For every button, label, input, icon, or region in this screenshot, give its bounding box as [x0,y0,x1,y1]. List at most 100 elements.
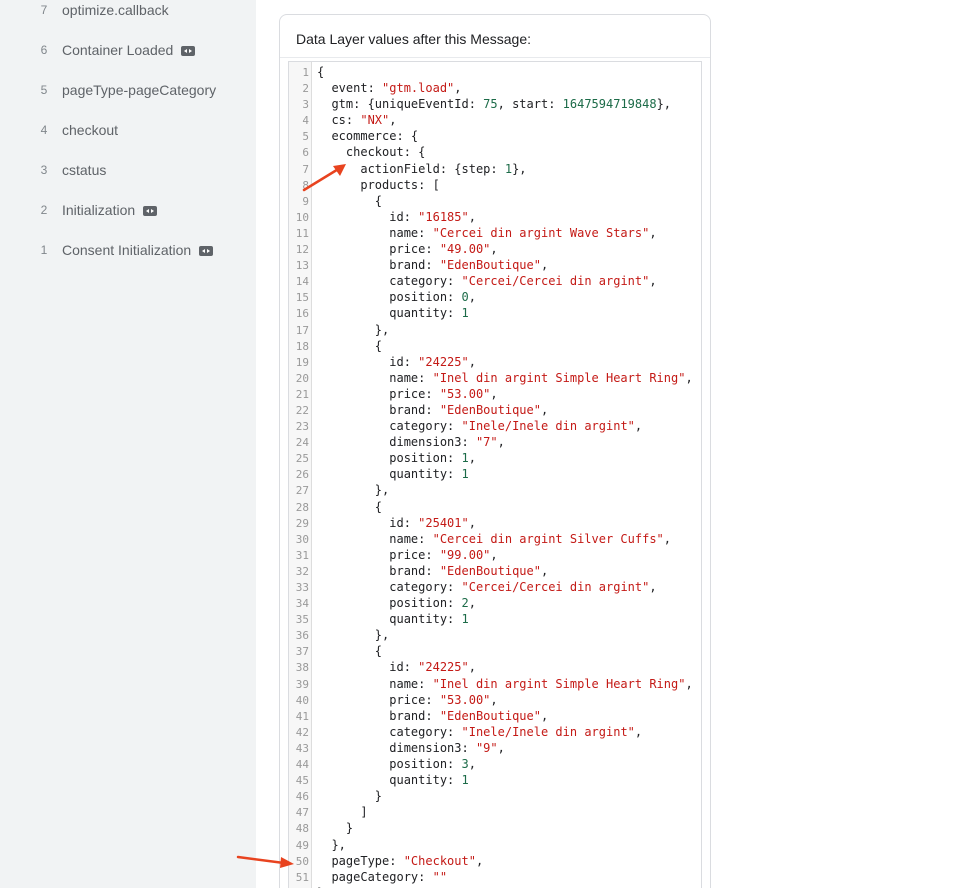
code-line: 44 position: 3, [289,756,701,772]
code-token: 0 [461,290,469,305]
code-line: 39 name: "Inel din argint Simple Heart R… [289,676,701,692]
code-token: "Checkout" [403,853,476,868]
code-token: "Inel din argint Simple Heart Ring" [432,370,686,385]
code-line: 42 category: "Inele/Inele din argint", [289,724,701,740]
code-token: } [317,886,324,888]
code-text: quantity: 1 [317,466,469,482]
code-token: , [497,740,505,755]
event-item-cstatus[interactable]: 3 cstatus [0,150,256,190]
data-layer-code-viewer[interactable]: 1{2 event: "gtm.load",3 gtm: {uniqueEven… [288,61,702,888]
code-token: , [468,290,476,305]
code-token: "Cercei din argint Silver Cuffs" [432,531,664,546]
code-token: , [540,402,549,417]
event-item-container-loaded[interactable]: 6 Container Loaded [0,30,256,70]
event-number: 5 [40,83,48,97]
line-number: 14 [295,275,309,289]
code-token: , start: [497,97,563,112]
line-number: 30 [295,532,309,546]
code-token: checkout: { [317,145,426,160]
line-number: 5 [302,130,309,144]
event-item-pagetype-pagecategory[interactable]: 5 pageType-pageCategory [0,70,256,110]
code-token: "Cercei/Cercei din argint" [461,274,650,289]
line-number: 3 [302,98,309,112]
code-token: { [317,499,383,514]
code-text: name: "Cercei din argint Wave Stars", [317,225,656,241]
event-item-initialization[interactable]: 2 Initialization [0,190,256,230]
code-token: "9" [475,740,498,755]
event-item-checkout[interactable]: 4 checkout [0,110,256,150]
code-token: category: [317,724,462,739]
event-item-optimize-callback[interactable]: 7 optimize.callback [0,0,256,30]
line-number: 32 [295,564,309,578]
event-number: 1 [40,243,48,257]
code-token: , [685,676,693,691]
code-brackets-icon [143,206,158,216]
event-number: 2 [40,203,48,217]
code-token: brand: [317,258,440,273]
code-lines: 1{2 event: "gtm.load",3 gtm: {uniqueEven… [289,64,701,888]
line-number: 20 [295,371,309,385]
line-number: 40 [295,693,309,707]
event-label: pageType-pageCategory [62,82,217,98]
code-token: price: [317,386,440,401]
code-text: cs: "NX", [317,112,396,128]
code-line: 15 position: 0, [289,289,701,305]
code-token: , [685,370,693,385]
line-number: 15 [295,291,309,305]
code-text: name: "Inel din argint Simple Heart Ring… [317,676,693,692]
line-number: 45 [295,774,309,788]
code-token: "Inele/Inele din argint" [461,724,635,739]
code-token: brand: [317,402,440,417]
code-token: 1 [461,467,469,482]
code-token: , [490,547,498,562]
line-number: 12 [295,243,309,257]
line-number: 50 [295,854,309,868]
code-token: , [634,419,643,434]
code-token: { [317,193,383,208]
code-text: quantity: 1 [317,305,469,321]
code-line: 50 pageType: "Checkout", [289,853,701,869]
code-line: 43 dimension3: "9", [289,740,701,756]
code-line: 6 checkout: { [289,144,701,160]
code-line: 33 category: "Cercei/Cercei din argint", [289,579,701,595]
line-number: 16 [295,307,309,321]
code-token: pageCategory: [317,869,433,884]
code-line: 22 brand: "EdenBoutique", [289,402,701,418]
code-token: "49.00" [439,242,491,257]
code-brackets-icon [181,46,196,56]
code-text: checkout: { [317,144,425,160]
code-token: 3 [461,757,469,772]
code-line: 12 price: "49.00", [289,241,701,257]
code-token: "Cercei/Cercei din argint" [461,580,650,594]
code-token: category: [317,419,462,434]
code-token: 1 [461,773,469,788]
code-line: 8 products: [ [289,177,701,193]
code-line: 1{ [289,64,701,80]
code-token: "7" [475,435,498,450]
code-line: 38 id: "24225", [289,659,701,675]
event-item-consent-initialization[interactable]: 1 Consent Initialization [0,230,256,270]
code-line: 13 brand: "EdenBoutique", [289,257,701,273]
code-text: category: "Cercei/Cercei din argint", [317,273,656,289]
code-token: "gtm.load" [382,81,455,96]
line-number: 35 [295,613,309,627]
code-text: } [317,788,382,804]
code-token: }, [317,837,346,852]
code-line: 3 gtm: {uniqueEventId: 75, start: 164759… [289,96,701,112]
code-token: , [663,531,672,546]
code-text: { [317,338,382,354]
code-line: 30 name: "Cercei din argint Silver Cuffs… [289,531,701,547]
code-line: 10 id: "16185", [289,209,701,225]
code-token: products: [ [317,177,440,192]
line-number: 2 [302,82,309,96]
code-token: , [468,660,476,675]
line-number: 37 [295,645,309,659]
code-token: }, [317,322,390,337]
code-line: 19 id: "24225", [289,354,701,370]
line-number: 10 [295,210,309,224]
code-token: "99.00" [439,547,491,562]
code-text: quantity: 1 [317,611,469,627]
event-label: checkout [62,122,119,138]
code-text: brand: "EdenBoutique", [317,563,548,579]
code-text: gtm: {uniqueEventId: 75, start: 16475947… [317,96,671,112]
